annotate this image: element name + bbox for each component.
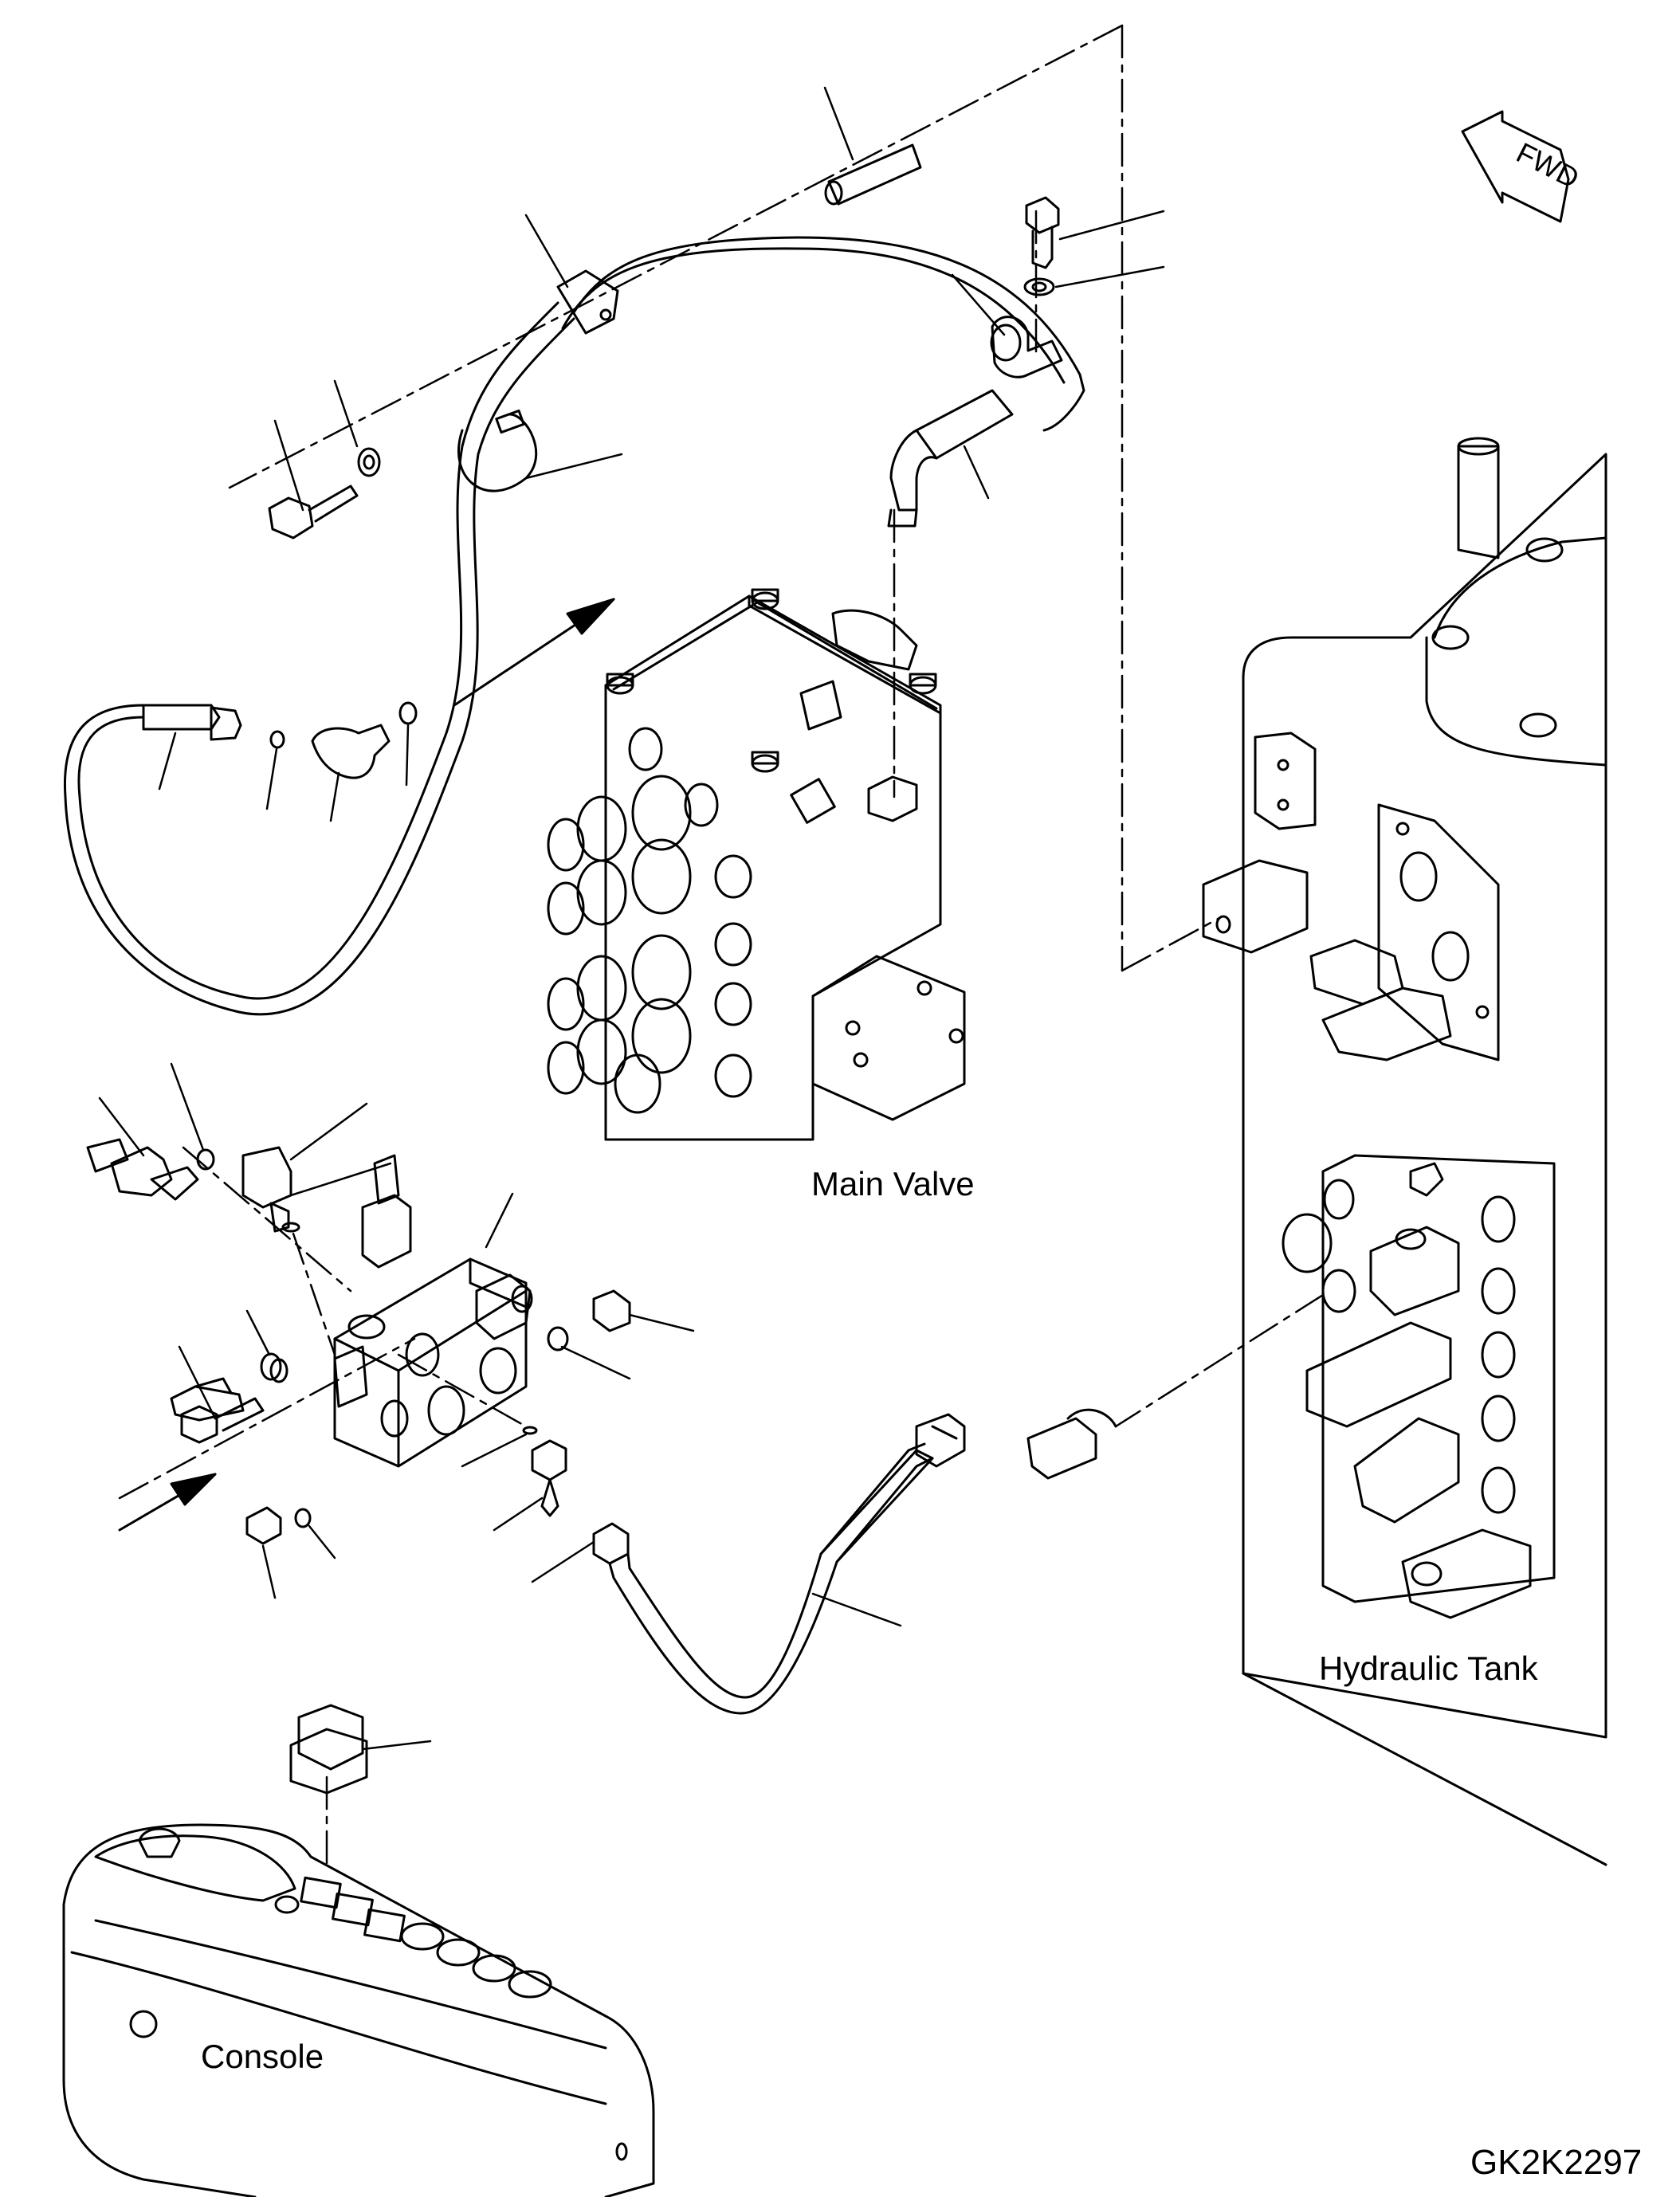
solenoid-valve-block (88, 1140, 630, 1563)
leader-lines (100, 88, 1164, 1749)
valve-top-bolts (607, 590, 936, 771)
main-valve-label: Main Valve (811, 1165, 975, 1202)
upper-hose-assembly (65, 145, 1084, 1014)
fwd-arrow-icon: FWD (1462, 112, 1584, 222)
console (64, 1705, 654, 2197)
main-valve-block (548, 590, 964, 1140)
console-label: Console (201, 2038, 324, 2075)
lower-hose (610, 1410, 1116, 1713)
drawing-code: GK2K2297 (1470, 2143, 1643, 2182)
hydraulic-tank-label: Hydraulic Tank (1319, 1650, 1538, 1687)
valve-spool-ports (548, 728, 751, 1112)
console-switch-slots (301, 1877, 551, 1997)
hydraulic-tank (1203, 438, 1606, 1865)
tank-fittings (1283, 1163, 1530, 1618)
assembly-dashed-lines (120, 26, 1323, 1865)
